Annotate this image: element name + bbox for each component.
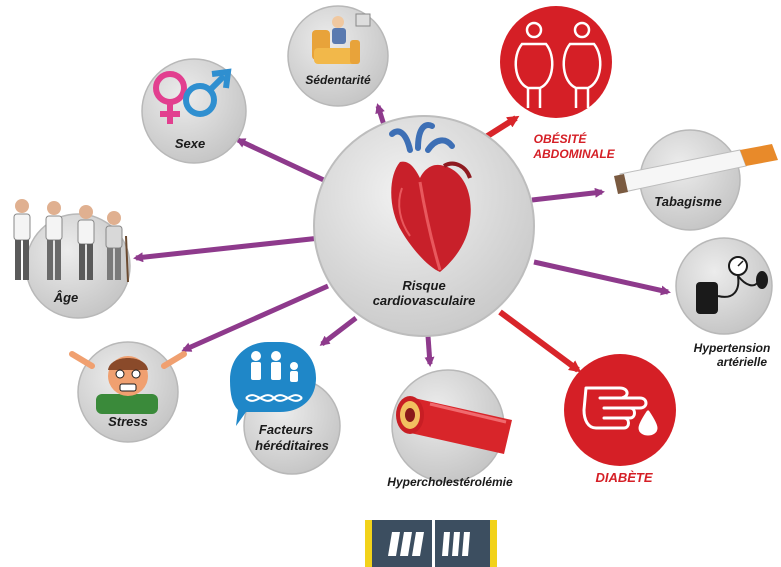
label-sexe: Sexe (175, 136, 205, 151)
arrow-age (133, 235, 321, 263)
node-diabete: DIABÈTE (564, 354, 676, 485)
node-age: Âge (13, 199, 131, 319)
label-obesite-line1: OBÉSITÉ (534, 131, 588, 146)
label-facteurs-line2: héréditaires (255, 438, 329, 453)
arrow-hypercholesterolemie (424, 335, 435, 367)
label-tabagisme: Tabagisme (654, 194, 721, 209)
family-dna-icon (230, 342, 316, 426)
cigarette-icon (614, 144, 778, 194)
label-facteurs-line1: Facteurs (259, 422, 313, 437)
node-tabagisme: Tabagisme (614, 129, 778, 231)
arrow-facteurs (319, 316, 358, 346)
node-facteurs: Facteurs héréditaires (230, 342, 341, 475)
label-sedentarite: Sédentarité (305, 73, 371, 87)
elderly-people-icon (13, 199, 129, 283)
arrow-diabete (498, 309, 582, 373)
armchair-person-icon (312, 13, 371, 64)
label-hypertension-line2: artérielle (717, 355, 767, 369)
label-diabete: DIABÈTE (595, 470, 652, 485)
node-hypertension: Hypertension artérielle (675, 237, 773, 369)
arrow-sexe (235, 137, 330, 185)
label-stress: Stress (108, 414, 148, 429)
arrow-stress (181, 283, 330, 353)
center-node: Risque cardiovasculaire (313, 115, 535, 337)
label-obesite-line2: ABDOMINALE (532, 147, 615, 161)
blood-pressure-gauge-icon (696, 256, 768, 314)
arrow-hypertension (533, 259, 671, 296)
gender-symbols-icon (153, 68, 232, 124)
heart-icon (389, 122, 472, 272)
stressed-face-icon (69, 351, 187, 414)
clogged-artery-icon (396, 396, 512, 454)
label-hypercholesterolemie: Hypercholestérolémie (387, 475, 513, 489)
label-age: Âge (53, 290, 79, 305)
center-label-line1: Risque (402, 278, 445, 293)
arrow-tabagisme (531, 187, 605, 203)
node-hypercholesterolemie: Hypercholestérolémie (387, 369, 513, 489)
label-hypertension-line1: Hypertension (694, 341, 771, 355)
obese-figures-icon (514, 21, 602, 108)
center-label-line2: cardiovasculaire (373, 293, 476, 308)
node-obesite: OBÉSITÉ ABDOMINALE (500, 6, 616, 161)
node-stress: Stress (69, 341, 187, 443)
finger-drop-icon (582, 386, 658, 436)
node-sedentarite: Sédentarité (287, 5, 389, 107)
node-sexe: Sexe (141, 58, 247, 164)
building-logo-icon (365, 520, 497, 567)
